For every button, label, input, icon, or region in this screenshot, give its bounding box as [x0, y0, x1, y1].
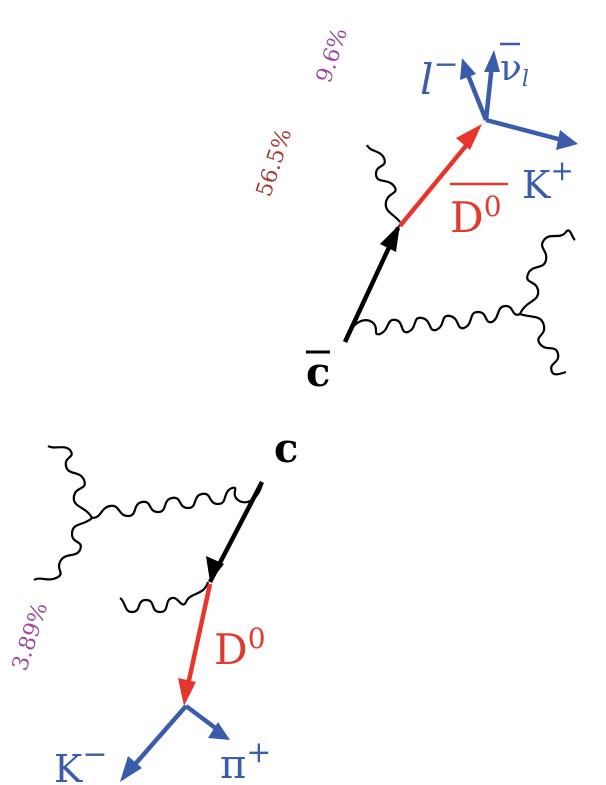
pi-plus-arrowhead — [208, 722, 230, 740]
d0bar-arrowhead — [456, 124, 482, 150]
d0-superscript: 0 — [248, 622, 266, 655]
lepton-label: l− — [420, 47, 459, 104]
d0-line — [183, 583, 213, 695]
k-minus-arrowhead — [120, 756, 142, 782]
gluon-upper-left — [365, 144, 401, 223]
k-plus-line — [485, 117, 563, 143]
neutrino-label-group: νl — [500, 42, 529, 92]
neutrino-arrowhead — [484, 50, 500, 72]
c-bar-arrowhead — [380, 224, 400, 252]
gluon-upper-right-b — [519, 312, 567, 376]
c-quark-label: c — [274, 425, 298, 472]
gluon-lower-left-trunk — [91, 483, 264, 520]
branching-d0bar-semileptonic: 9.6% — [312, 25, 353, 86]
c-quark-arrowhead — [206, 556, 224, 582]
k-minus-label: K− — [54, 737, 108, 785]
neutrino-label: νl — [500, 48, 529, 92]
gluon-upper-right-a — [518, 229, 576, 315]
gluon-lower — [119, 581, 210, 614]
gluon-lower-left-a — [47, 445, 93, 519]
branching-d0-kpi: 3.89% — [8, 600, 53, 674]
d0-arrowhead — [178, 678, 196, 706]
gluon-upper-right-trunk — [343, 304, 521, 341]
pi-plus-label: π+ — [220, 735, 271, 785]
pi-plus-line — [184, 704, 220, 732]
k-minus-line — [128, 704, 188, 772]
d0bar-label-group: D0 — [450, 182, 508, 242]
lepton-line — [463, 69, 489, 121]
meson-lines — [178, 124, 482, 706]
d0bar-superscript: 0 — [484, 190, 502, 223]
d0bar-label: D0 — [450, 190, 502, 242]
lepton-arrowhead — [460, 58, 476, 80]
quark-lines — [206, 224, 401, 584]
neutrino-subscript: l — [522, 67, 529, 92]
d0bar-line — [398, 134, 476, 228]
gluon-lines — [33, 144, 576, 614]
pi-plus-superscript: + — [246, 735, 271, 770]
d0-label: D0 — [214, 622, 266, 674]
gluon-lower-left-b — [33, 517, 93, 581]
c-bar-label-group: c — [306, 349, 330, 396]
k-minus-superscript: − — [82, 737, 107, 772]
k-plus-label: K+ — [522, 154, 574, 207]
k-plus-superscript: + — [550, 154, 573, 187]
k-plus-arrowhead — [556, 130, 578, 150]
branching-d0bar-kaon: 56.5% — [252, 126, 297, 200]
neutrino-line — [483, 63, 495, 121]
lepton-superscript: − — [433, 47, 458, 82]
c-bar-label: c — [306, 349, 330, 396]
daughter-lines — [120, 50, 578, 782]
